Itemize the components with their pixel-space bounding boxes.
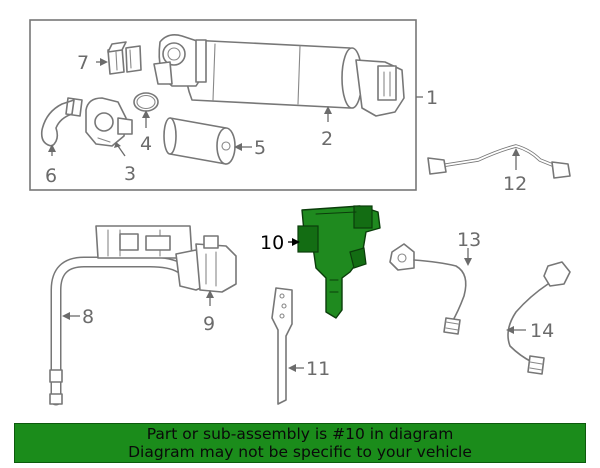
callout-13: 13 [457, 229, 481, 251]
part-7-clips [107, 41, 142, 75]
part-11-bracket [271, 287, 293, 405]
callout-10: 10 [260, 232, 284, 254]
callout-1: 1 [426, 87, 438, 109]
callout-3-leader [117, 145, 126, 157]
info-banner: Part or sub-assembly is #10 in diagram D… [14, 423, 586, 463]
part-12-hose-line [427, 144, 571, 179]
part-10-purge-valve [297, 205, 381, 319]
callout-4: 4 [140, 133, 152, 155]
part-6-hose [40, 97, 83, 147]
assembly-frame [29, 19, 417, 191]
parts-diagram: 1 2 7 6 3 [29, 19, 571, 406]
callout-12: 12 [503, 173, 527, 195]
part-13-sensor [389, 243, 467, 335]
callout-14: 14 [530, 320, 554, 342]
part-9-connector [175, 235, 237, 293]
part-5-filter [163, 117, 236, 165]
banner-line-2: Diagram may not be specific to your vehi… [128, 443, 472, 461]
callout-11: 11 [306, 358, 330, 380]
callout-8: 8 [82, 306, 94, 328]
part-14-sensor [507, 261, 571, 375]
banner-line-1: Part or sub-assembly is #10 in diagram [146, 425, 454, 443]
callout-6: 6 [45, 165, 57, 187]
callout-2: 2 [321, 128, 333, 150]
callout-3: 3 [124, 163, 136, 185]
part-2-canister [153, 34, 405, 117]
callout-5: 5 [254, 137, 266, 159]
part-3-valve [85, 97, 133, 147]
callout-7: 7 [77, 52, 89, 74]
callout-9: 9 [203, 313, 215, 335]
part-8-tube [49, 225, 193, 406]
